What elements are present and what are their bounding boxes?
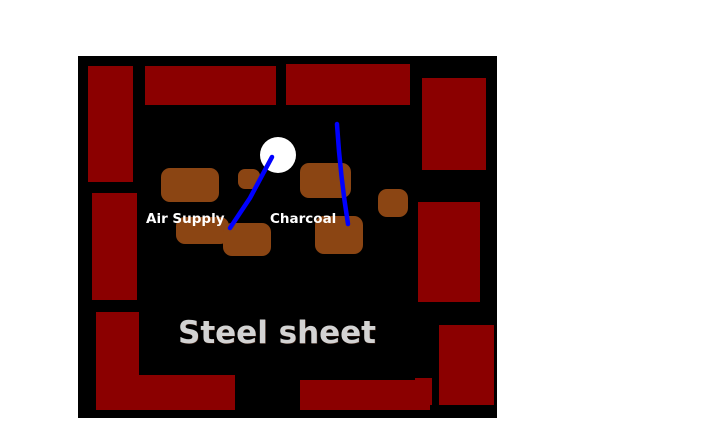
charcoal-lump	[223, 223, 271, 256]
label-charcoal: Charcoal	[270, 211, 337, 227]
brick-right-upper	[422, 78, 486, 170]
furnace-interior: Air Supply Charcoal Steel sheet	[78, 56, 497, 418]
charcoal-lump	[300, 163, 351, 198]
brick-right-middle	[418, 202, 480, 302]
brick-right-lower	[439, 325, 494, 405]
brick-left-lower	[96, 312, 139, 410]
brick-bottom-left	[138, 375, 235, 410]
charcoal-lump	[176, 217, 229, 244]
label-steel-sheet: Steel sheet	[178, 315, 377, 351]
brick-left-middle	[92, 193, 137, 300]
charcoal-lump	[378, 189, 408, 217]
air-supply-port	[260, 137, 296, 173]
brick-top-left	[145, 66, 276, 105]
brick-left-upper	[88, 66, 133, 182]
brick-top-right	[286, 64, 410, 105]
brick-bottom-right	[300, 380, 430, 410]
charcoal-lump	[161, 168, 219, 202]
charcoal-lump	[238, 169, 260, 189]
label-air-supply: Air Supply	[146, 211, 225, 227]
